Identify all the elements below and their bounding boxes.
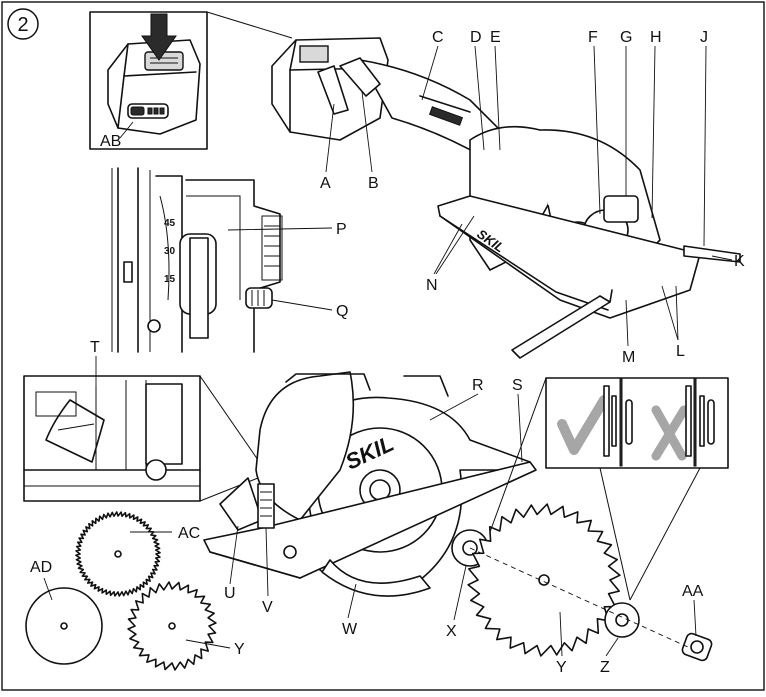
blade-labels: X Y Z AA [446,565,704,676]
blade-ac [75,511,161,597]
scale-mark-30: 30 [164,246,176,257]
label-T: T [90,339,100,356]
label-AA: AA [682,583,704,600]
label-V: V [262,599,273,616]
inset-battery-indicator: AB [89,11,293,150]
label-S: S [512,377,523,394]
label-W: W [342,621,358,638]
label-M: M [622,349,635,366]
label-AB: AB [100,133,121,150]
figure-number-badge: 2 [7,8,39,40]
label-L: L [676,343,685,360]
label-R: R [472,377,484,394]
correct-check-icon [557,395,609,455]
blade-types: AC AD Y [25,511,245,671]
label-K: K [734,253,745,270]
scale-mark-45: 45 [164,218,176,229]
label-F: F [588,29,598,46]
label-Y-blade: Y [556,659,567,676]
label-E: E [490,29,501,46]
label-P: P [336,221,347,238]
top-labels: A B C D E F G H J K L M N [320,29,745,366]
label-Y-small: Y [234,641,245,658]
label-J: J [700,29,708,46]
label-AC: AC [178,525,200,542]
detail-bevel-scale: 45 30 15 P Q [111,167,348,353]
label-Q: Q [336,303,348,320]
blade-assembly [451,503,713,662]
saw-blade-y [467,503,621,657]
side-labels: R S U V W [224,377,523,638]
label-C: C [432,29,444,46]
saw-side-view: SKIL [203,371,537,597]
label-U: U [224,585,236,602]
incorrect-cross-icon [651,405,689,461]
blade-ad [25,587,103,665]
inset-depth-scale: T [23,339,269,502]
saw-top-view: SKIL [271,37,741,359]
label-Z: Z [600,659,610,676]
press-arrow-icon [141,13,177,61]
label-B: B [368,175,379,192]
label-G: G [620,29,632,46]
label-N: N [426,277,438,294]
label-AD: AD [30,559,52,576]
inset-blade-mounting [489,377,729,601]
label-H: H [650,29,662,46]
label-D: D [470,29,482,46]
label-X: X [446,623,457,640]
figure-number: 2 [17,14,28,36]
label-A: A [320,175,331,192]
scale-mark-15: 15 [164,274,176,285]
blade-y-small [127,581,217,671]
